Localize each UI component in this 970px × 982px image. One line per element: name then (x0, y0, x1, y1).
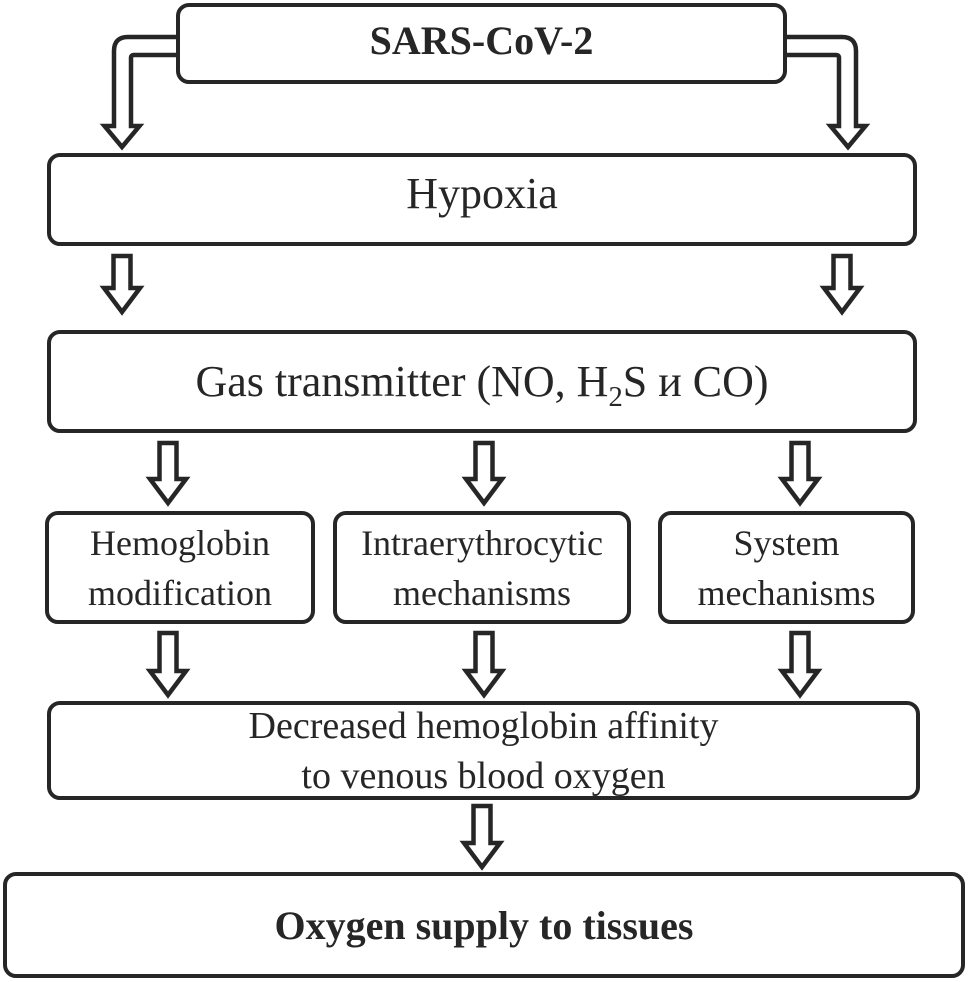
node-gas-transmitter-label: Gas transmitter (NO, H2S и CO) (195, 356, 769, 412)
elbow-arrow-sars-to-hypoxia-left (99, 34, 178, 151)
down-arrow-intraerythrocytic-to-decreased (461, 630, 507, 699)
gas-label-suffix: S и CO) (622, 357, 769, 406)
down-arrow-hemoglobin-to-decreased (145, 630, 191, 699)
gas-label-subscript: 2 (608, 381, 623, 413)
down-arrow-gas-to-system (777, 440, 823, 507)
node-system-line1: System (733, 522, 840, 563)
node-hypoxia-label: Hypoxia (406, 169, 558, 218)
node-hypoxia: Hypoxia (47, 153, 917, 246)
node-decreased-line2: to venous blood oxygen (301, 754, 666, 797)
node-intraerythrocytic-line2: mechanisms (393, 572, 571, 613)
node-decreased-hemoglobin-affinity: Decreased hemoglobin affinity to venous … (47, 701, 920, 800)
node-sars-cov-2: SARS-CoV-2 (176, 3, 787, 84)
node-gas-transmitter: Gas transmitter (NO, H2S и CO) (47, 330, 917, 433)
node-intraerythrocytic-mechanisms: Intraerythrocytic mechanisms (333, 511, 631, 624)
node-oxygen-supply: Oxygen supply to tissues (3, 872, 965, 978)
down-arrow-gas-to-intraerythrocytic (461, 440, 507, 507)
node-hemoglobin-line1: Hemoglobin (90, 522, 270, 563)
node-oxygen-supply-label: Oxygen supply to tissues (274, 902, 694, 948)
gas-label-prefix: Gas transmitter (NO, H (195, 357, 609, 406)
node-system-line2: mechanisms (697, 572, 876, 613)
node-decreased-line1: Decreased hemoglobin affinity (248, 704, 719, 747)
down-arrow-hypoxia-to-gas-right (819, 253, 865, 316)
down-arrow-hypoxia-to-gas-left (99, 253, 145, 316)
node-hemoglobin-modification: Hemoglobin modification (45, 511, 315, 624)
down-arrow-system-to-decreased (777, 630, 823, 699)
elbow-arrow-sars-to-hypoxia-right (786, 34, 871, 151)
node-sars-cov-2-label: SARS-CoV-2 (369, 18, 594, 63)
down-arrow-gas-to-hemoglobin (145, 440, 191, 507)
node-hemoglobin-line2: modification (88, 572, 272, 613)
down-arrow-decreased-to-oxygen (459, 803, 505, 871)
node-system-mechanisms: System mechanisms (658, 511, 915, 624)
node-intraerythrocytic-line1: Intraerythrocytic (361, 522, 603, 563)
